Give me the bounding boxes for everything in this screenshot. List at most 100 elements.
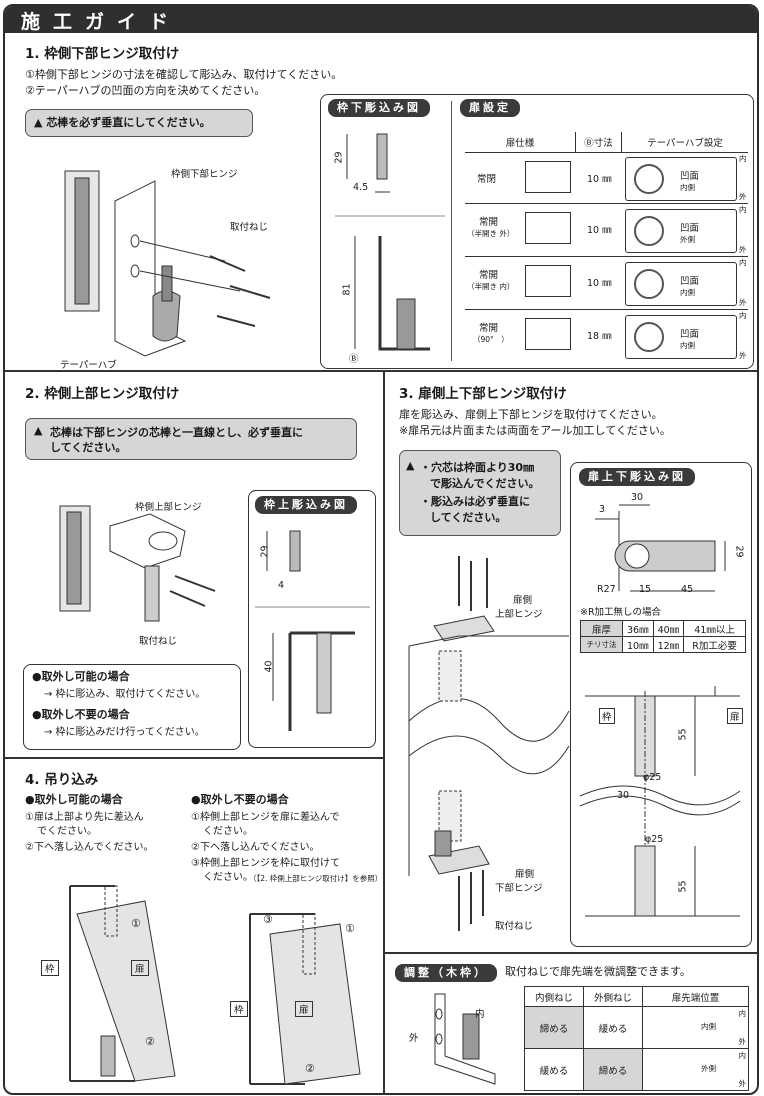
r-cell: チリ寸法 [580, 636, 623, 653]
s3-warning-box: ▲ ・穴芯は枠面より30㎜ で彫込んでください。 ・彫込みは必ず垂直に してくだ… [399, 450, 561, 536]
s3-warning-line4: してください。 [430, 511, 507, 524]
r-cell: 36㎜ [621, 620, 654, 637]
r-cell: 41㎜以上 [683, 620, 746, 637]
label-in: 内 [739, 311, 747, 320]
label-out: 外 [738, 1079, 747, 1088]
dim-R27: R27 [597, 584, 616, 595]
table-row: 締める 緩める 内 内側 外 [524, 1006, 749, 1049]
upper-mortise-title: 枠上彫込み図 [255, 496, 357, 514]
s1-warning-box: ▲ 芯棒を必ず垂直にしてください。 [25, 109, 253, 137]
hanging-removable-illustration [69, 885, 176, 1082]
dim-29: 29 [259, 545, 271, 558]
row-dim: 18 ㎜ [587, 331, 612, 342]
door-setting-title: 扉設定 [460, 99, 520, 117]
label-out: 外 [739, 298, 747, 307]
hub-setting: 凹面 外側 [625, 209, 737, 253]
cell-inner: 緩める [524, 1048, 584, 1091]
row-spec: 常開 [479, 270, 499, 281]
adjust-table: 内側ねじ 外側ねじ 扉先端位置 締める 緩める 内 内側 外 緩める 締める 内… [524, 986, 749, 1091]
label-upper-door-hinge: 扉側 [513, 595, 533, 606]
label-frame: 枠 [599, 708, 615, 724]
mortise-title: 枠下彫込み図 [328, 99, 430, 117]
s3-mortise-box [570, 462, 752, 947]
hub-side: 内側 [680, 341, 695, 350]
s4-right-step3: ③枠側上部ヒンジを枠に取付けて [191, 858, 340, 869]
label-in: 内 [738, 1051, 747, 1060]
step-num-2: ② [145, 1035, 155, 1048]
section1-title: 1. 枠側下部ヒンジ取付け [25, 46, 180, 62]
s3-warning-line1: ・穴芯は枠面より30㎜ [420, 461, 535, 474]
row-sub: （半開き 外） [467, 229, 515, 238]
s4-right-step3-ref: （【2. 枠側上部ヒンジ取付け】を参照） [249, 874, 383, 883]
dim-B: Ⓑ [349, 354, 359, 365]
s4-left-step2: ②下へ落し込んでください。 [25, 842, 154, 853]
s1-step2: ②テーパーハブの凹面の方向を決めてください。 [25, 84, 266, 97]
dim-phi25: φ25 [645, 834, 664, 845]
hub-face: 凹面 [680, 276, 700, 287]
row-spec: 常開 [479, 323, 499, 334]
removable-title: ●取外し可能の場合 [32, 670, 130, 683]
adjust-desc: 取付ねじで扉先端を微調整できます。 [505, 965, 691, 978]
s3-desc1: 扉を彫込み、扉側上下部ヒンジを取付けてください。 [399, 408, 663, 421]
label-out: 外 [739, 351, 747, 360]
divider [5, 370, 757, 372]
hanging-nonremovable-illustration [249, 913, 361, 1085]
divider [383, 370, 385, 1093]
header-bar: 施工ガイド [5, 6, 757, 33]
s1-step1: ①枠側下部ヒンジの寸法を確認して彫込み、取付けてください。 [25, 68, 343, 81]
page-title: 施工ガイド [21, 11, 182, 33]
nonremovable-title: ●取外し不要の場合 [32, 708, 130, 721]
label-taper-hub: テーパーハブ [60, 360, 117, 371]
r-cell: 10㎜ [621, 636, 654, 653]
s4-left-step1: ①扉は上部より先に差込ん [25, 812, 144, 823]
dim-40: 40 [263, 660, 275, 673]
door-diagram [525, 161, 571, 193]
upper-mortise-drawing [255, 530, 370, 731]
hub-icon [634, 269, 664, 299]
door-diagram [525, 318, 571, 350]
warning-icon: ▲ [34, 116, 43, 129]
th-hub: テーパーハブ設定 [621, 132, 748, 153]
door-mortise-title: 扉上下彫込み図 [579, 468, 695, 486]
label-in: 内 [738, 1009, 747, 1018]
table-row: 常開 （半開き 外） 10 ㎜ 凹面 外側 内 外 [465, 204, 748, 257]
step-num-1: ① [345, 922, 355, 935]
r-cell: 扉厚 [580, 620, 623, 637]
hub-icon [634, 164, 664, 194]
label-screw: 取付ねじ [230, 222, 269, 233]
dim-4: 4 [278, 580, 285, 591]
dim-30: 30 [631, 492, 644, 503]
dim-29: 29 [333, 151, 345, 164]
row-spec: 常閉 [477, 174, 497, 185]
dim-55: 55 [677, 728, 689, 741]
cell-position: 内 内側 外 [642, 1006, 749, 1049]
s3-warning-line2: で彫込んでください。 [430, 477, 540, 490]
divider [451, 101, 452, 361]
door-mortise-plan [595, 504, 726, 592]
label-in: 内 [475, 1009, 485, 1020]
door-setting-rows: 常閉 10 ㎜ 凹面 内側 内 外 常開 （半開き 外） 10 ㎜ 凹面 外側 … [465, 153, 748, 363]
label-frame: 枠 [41, 960, 59, 976]
label-door: 扉 [295, 1001, 313, 1017]
row-dim: 10 ㎜ [587, 278, 612, 289]
s4-right-title: ●取外し不要の場合 [191, 793, 289, 806]
dim-29: 29 [733, 545, 745, 558]
label-in: 内 [739, 205, 747, 214]
label-out: 外 [739, 245, 747, 254]
door-diagram [525, 265, 571, 297]
step-num-1: ① [131, 917, 141, 930]
label-lower-hinge: 枠側下部ヒンジ [171, 169, 238, 180]
warning-icon: ▲ [34, 424, 43, 437]
label-lower-door-hinge: 下部ヒンジ [495, 883, 543, 894]
th-outer: 外側ねじ [583, 986, 643, 1007]
s4-left-title: ●取外し可能の場合 [25, 793, 123, 806]
hub-setting: 凹面 内側 [625, 262, 737, 306]
section3-title: 3. 扉側上下部ヒンジ取付け [399, 386, 567, 402]
table-row: 常開 （90° ） 18 ㎜ 凹面 内側 内 外 [465, 310, 748, 363]
door-mortise-section [579, 686, 741, 917]
r-table: 扉厚 36㎜ 40㎜ 41㎜以上 チリ寸法 10㎜ 12㎜ R加工必要 [580, 620, 746, 653]
hub-face: 凹面 [680, 223, 700, 234]
dim-phi25: φ25 [643, 772, 662, 783]
lower-mortise-drawing [335, 133, 445, 351]
hub-setting: 凹面 内側 [625, 157, 737, 201]
